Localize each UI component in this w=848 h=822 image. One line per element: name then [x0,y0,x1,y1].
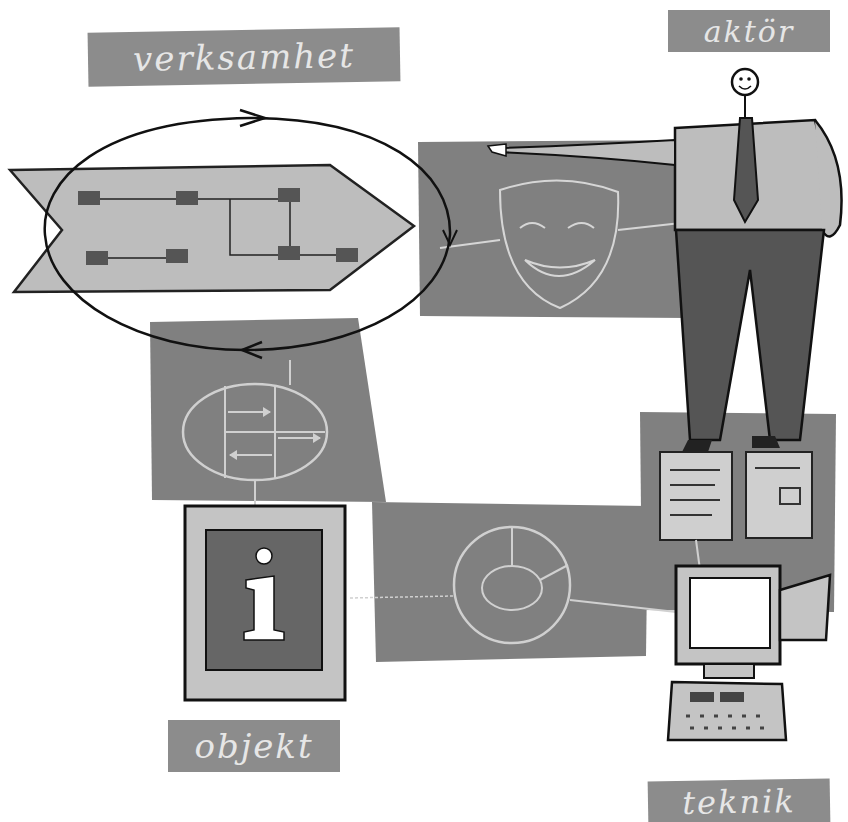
doc-line [670,514,712,516]
label-text: objekt [194,726,313,766]
keys-row [686,715,770,718]
data-panel [372,502,648,662]
flow-step [278,246,300,260]
loop-right [245,118,450,350]
flow-step [86,251,108,265]
mask-eye [520,223,545,228]
donut-outer [454,527,570,643]
actor-eye [747,77,751,81]
sketch-line [289,360,291,385]
actor-eye [739,77,743,81]
document [746,452,812,538]
actor-hand [488,144,506,156]
process-ellipse [183,384,327,480]
actor-trousers [676,230,824,440]
actor-shoe [682,440,712,452]
sketch-arrow [228,411,270,413]
doc-line [755,467,800,469]
document [660,452,732,540]
monitor-screen [690,578,770,648]
actor-head [732,69,758,95]
label-text: aktör [704,14,795,49]
key [690,692,714,702]
monitor-stand [704,664,754,678]
donut-inner [482,566,542,610]
process-chevron [10,165,414,292]
label-band: objekt [168,720,340,772]
keyboard [668,682,786,740]
flow-step [278,188,300,202]
loop-arrow [443,230,457,245]
actor-arm [815,120,842,236]
info-dot [256,548,272,564]
sketch-line [225,431,325,433]
loop-left [45,118,250,350]
monitor-back [780,575,830,640]
object-frame [185,506,345,700]
label-text: verksamhet [133,35,355,79]
dotted-link [350,596,454,598]
mask-mouth [525,260,595,276]
actor-panel [418,140,690,318]
label-band: aktör [668,10,830,52]
sketch-arrow [278,437,320,439]
loop-arrow [240,110,265,126]
flow-step [166,249,188,263]
sketch-line [570,600,676,612]
actor-shoe [752,436,780,448]
mask-face [500,180,618,308]
flow-step [78,191,100,205]
mask-eye [568,223,594,228]
object-screen [206,530,322,670]
keys-row [690,727,766,730]
actor-neck [744,95,746,118]
sketch-line [254,480,256,508]
key [720,692,744,702]
flow-step [336,248,358,262]
actor-tie [734,118,758,222]
loop-arrow [242,342,262,358]
label-text: teknik [682,782,796,822]
monitor [676,566,780,664]
donut-line [511,527,513,566]
doc-line [670,499,720,501]
info-stem [244,576,284,640]
actor-arm [496,140,675,165]
doc-line [670,484,715,486]
flow-step [176,191,198,205]
label-band: teknik [648,778,831,822]
donut-line [540,565,568,580]
doc-line [670,469,720,471]
doc-image [780,488,800,504]
sketch-arrow [230,454,272,456]
actor-smile [739,86,751,89]
label-band: verksamhet [88,27,401,86]
